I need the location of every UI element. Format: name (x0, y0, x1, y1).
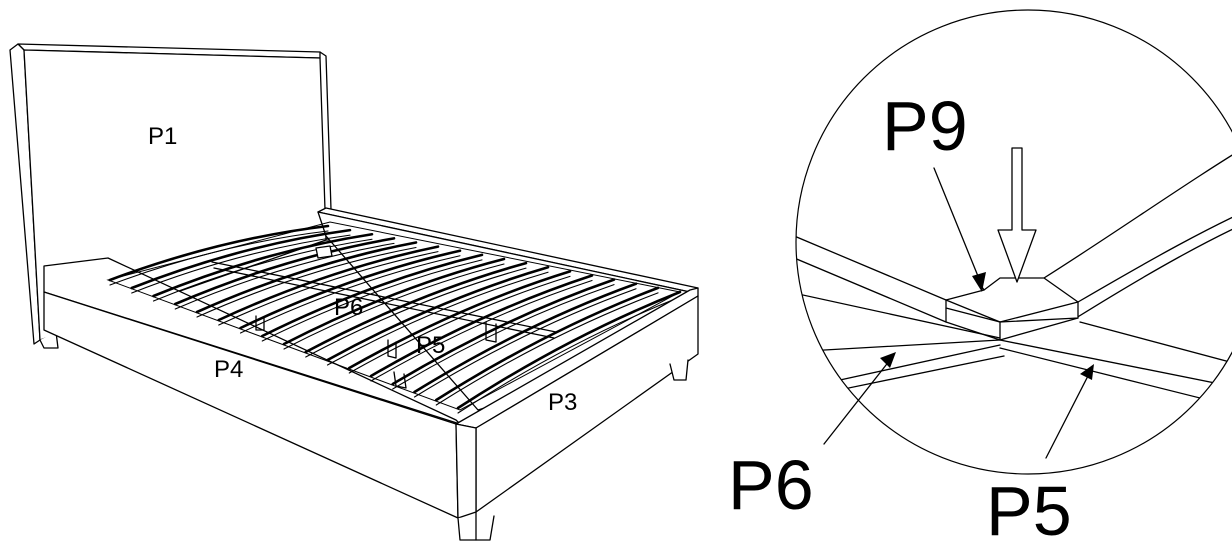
slat (130, 228, 352, 290)
slat-edge (239, 255, 461, 334)
slat-edge (326, 271, 549, 366)
slat (217, 245, 440, 322)
slat (152, 232, 374, 298)
leader-p5 (1045, 364, 1094, 459)
leader-p9 (933, 167, 986, 292)
slat (239, 249, 462, 330)
slat-edge (109, 230, 329, 286)
slat-area (106, 221, 682, 414)
detail-label-p9: P9 (882, 87, 968, 165)
footboard (455, 287, 699, 519)
slat-edge (370, 279, 593, 382)
label-p3: P3 (548, 389, 577, 416)
slat-edge (152, 238, 373, 302)
slat-edge (392, 284, 615, 390)
detail-label-p6: P6 (728, 446, 814, 524)
slat (108, 224, 330, 282)
slat (195, 241, 418, 314)
leader-p6 (823, 352, 896, 445)
slat (456, 290, 682, 410)
detail-view: P9 P6 P5 (728, 9, 1232, 545)
slat-edge (174, 242, 395, 310)
bed-illustration: P1 P6 P5 P4 P3 (9, 43, 699, 541)
label-p1: P1 (148, 123, 177, 150)
label-p4: P4 (214, 356, 243, 383)
label-p6: P6 (334, 294, 363, 321)
slat-edge (218, 251, 439, 326)
slat-edge (305, 267, 527, 358)
slat-edge (457, 296, 681, 414)
slat (260, 253, 484, 338)
slats (108, 224, 682, 414)
slat (413, 282, 638, 394)
slat-edge (196, 246, 417, 318)
label-p5: P5 (416, 332, 445, 359)
slat (326, 265, 550, 362)
slat-edge (131, 234, 351, 294)
slat (304, 261, 528, 354)
side-rail-left (43, 257, 461, 519)
detail-label-p5: P5 (986, 472, 1072, 545)
slat-edge (413, 288, 637, 398)
slat-edge (348, 275, 571, 374)
slat (391, 278, 616, 386)
slat-edge (261, 259, 483, 342)
slat (369, 274, 594, 378)
slat (173, 237, 396, 306)
bed-legs (457, 359, 689, 541)
slat (282, 257, 506, 346)
slat-edge (435, 292, 659, 406)
